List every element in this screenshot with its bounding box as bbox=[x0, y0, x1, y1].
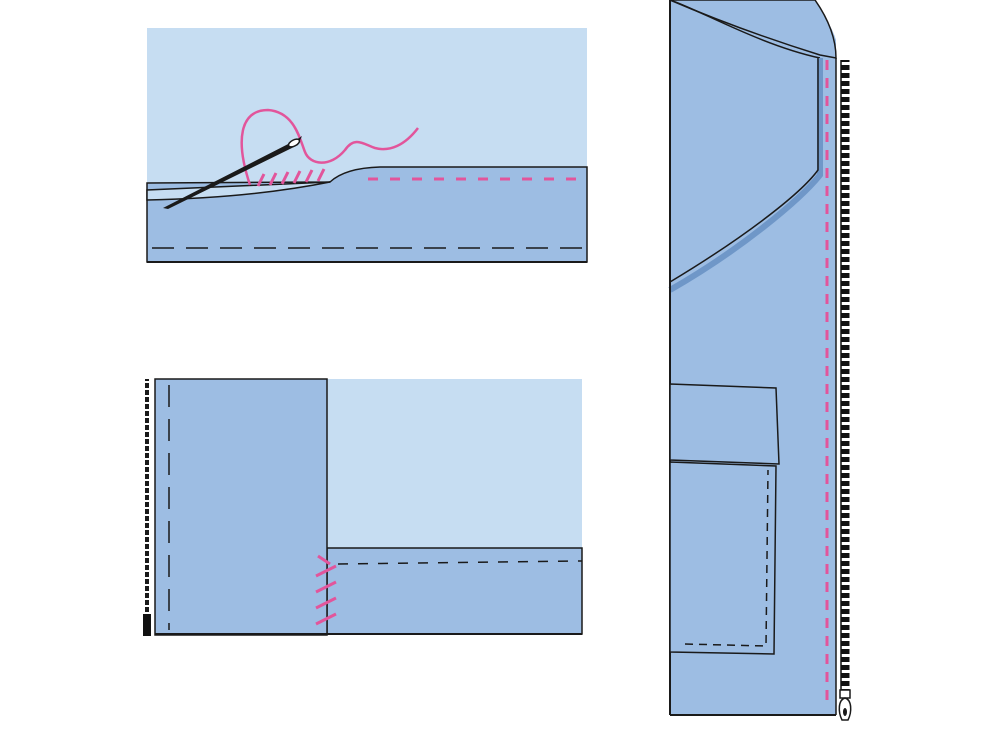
pocket-flap bbox=[669, 383, 780, 465]
lapel-shadow bbox=[668, 58, 823, 293]
pocket-bag bbox=[669, 461, 777, 655]
lapel-edge bbox=[669, 58, 819, 283]
corner-tack-stitches bbox=[315, 554, 337, 626]
zipper-side-facing bbox=[154, 378, 328, 636]
panel-hand-sewing-hem bbox=[146, 28, 588, 263]
panel-corner-tack bbox=[143, 378, 583, 636]
hem-stitch-line bbox=[337, 560, 583, 565]
thread-icon bbox=[240, 108, 419, 186]
pocket-icon bbox=[669, 383, 780, 655]
zipper-tape-icon bbox=[143, 379, 151, 636]
zipper-pull-icon bbox=[838, 689, 852, 721]
needle-icon bbox=[163, 136, 302, 209]
panel-jacket-front-zipper bbox=[668, 0, 852, 721]
hand-stitches bbox=[256, 168, 326, 187]
pocket-stitching bbox=[684, 469, 769, 647]
zipper-teeth bbox=[840, 60, 850, 692]
inner-light-fabric bbox=[327, 379, 582, 549]
